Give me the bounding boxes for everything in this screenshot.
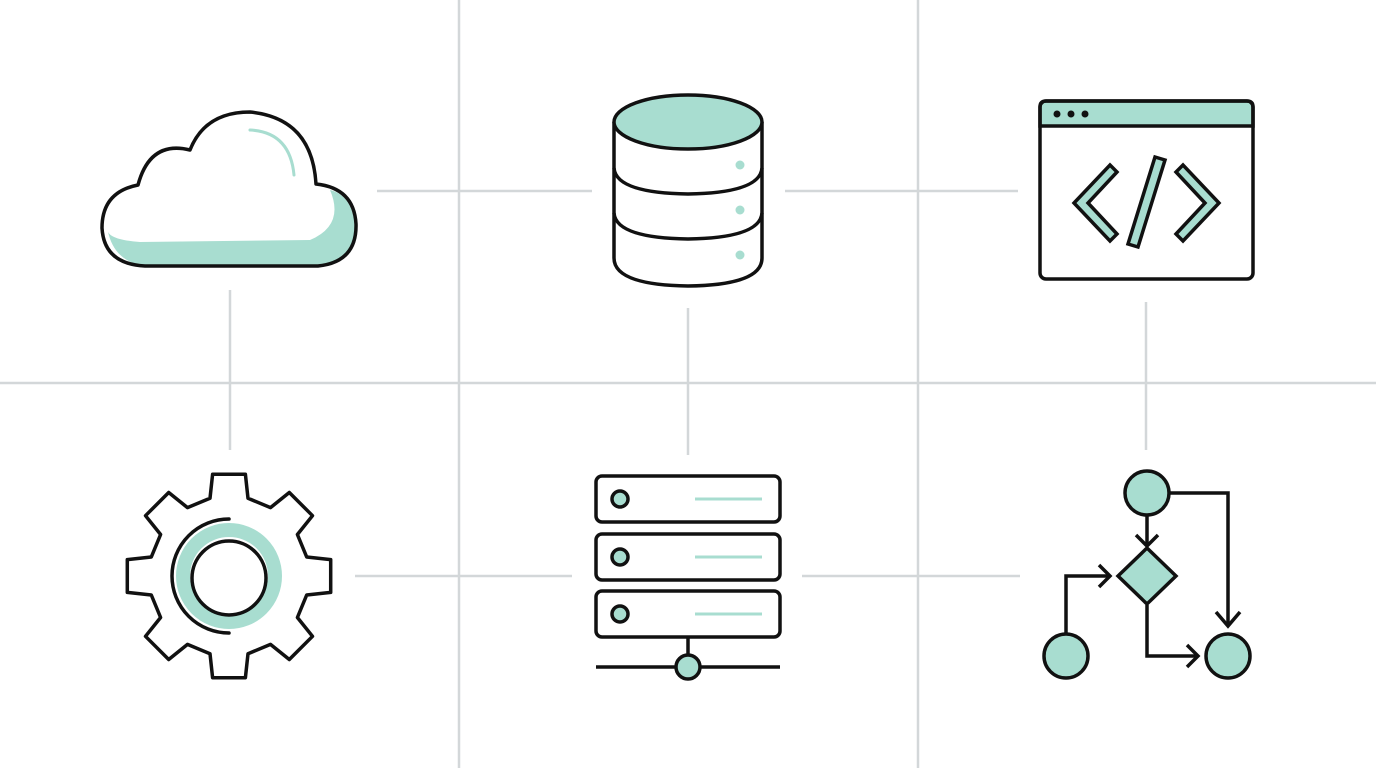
flowchart-icon [1042,469,1252,680]
server-rack-icon [594,474,782,681]
database-icon [612,93,764,288]
connectors [228,189,1148,578]
code-window-icon [1038,99,1255,281]
cloud-icon [100,110,358,268]
gear-icon [125,472,333,680]
